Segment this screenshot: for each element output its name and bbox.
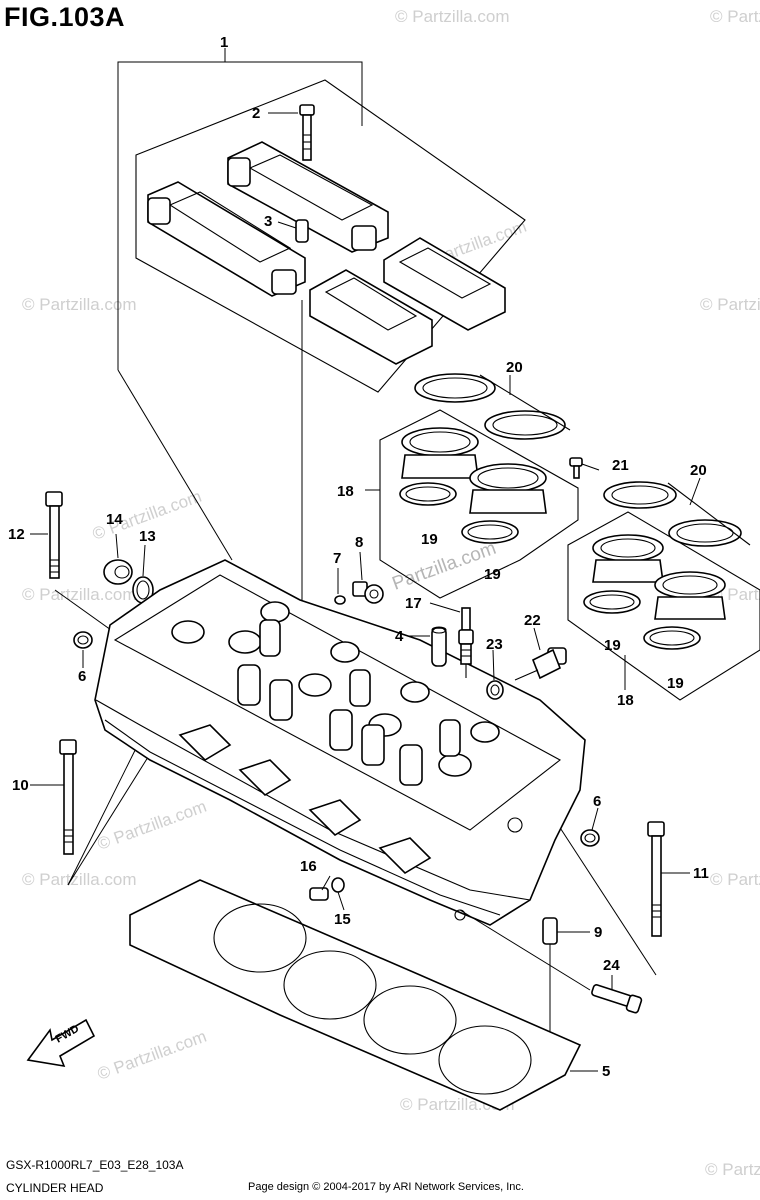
intake-clamp [414, 373, 571, 440]
watermark: © Partzilla.com [395, 7, 510, 26]
exhaust-ports [178, 724, 432, 875]
callout-19c: 19 [604, 637, 621, 654]
callout-20a: 20 [506, 359, 523, 376]
intake-pipe [469, 463, 547, 514]
intake-pipe [401, 427, 479, 479]
cam-holder-bolt [299, 104, 315, 161]
valve-bores [237, 619, 461, 786]
bolt-16 [309, 887, 329, 901]
callout-5: 5 [602, 1063, 610, 1080]
cam-holder [147, 181, 306, 297]
watermark: © Partzilla.com [700, 295, 760, 314]
cam-holder [383, 237, 506, 331]
watermark: © Partzilla.com [705, 1160, 760, 1179]
intake-group-upper [365, 409, 579, 599]
page-credit: Page design © 2004-2017 by ARI Network S… [248, 1181, 524, 1193]
watermark: © Partzilla.com [22, 870, 137, 889]
callout-19a: 19 [421, 531, 438, 548]
intake-seal-ring [643, 626, 701, 650]
assembly-bracket-1 [117, 48, 363, 610]
intake-pipe [654, 571, 726, 620]
callout-23: 23 [486, 636, 503, 653]
figure-title: FIG.103A [4, 2, 126, 32]
intake-clamp [603, 481, 751, 547]
cap-plug-6b [580, 829, 600, 847]
intake-seal-ring [399, 482, 457, 506]
model-code: GSX-R1000RL7_E03_E28_103A [6, 1158, 184, 1172]
temperature-sensor [514, 647, 567, 681]
callout-11: 11 [693, 865, 709, 882]
cam-holder [227, 141, 389, 253]
callout-21: 21 [612, 457, 629, 474]
sensor-gasket [486, 680, 504, 700]
intake-group-lower [567, 511, 760, 701]
plug [103, 559, 133, 585]
callout-1: 1 [220, 34, 228, 51]
section-name: CYLINDER HEAD [6, 1181, 104, 1195]
callout-3: 3 [264, 213, 272, 230]
callout-14: 14 [106, 511, 123, 528]
callout-4: 4 [395, 628, 404, 645]
callout-2: 2 [252, 105, 260, 122]
cam-journal-row [171, 601, 500, 777]
callout-7: 7 [333, 550, 341, 567]
intake-seal-ring [461, 520, 519, 544]
callout-13: 13 [139, 528, 156, 545]
forward-arrow: FWD [26, 1018, 96, 1068]
callout-19b: 19 [484, 566, 501, 583]
cap-plug-6a [73, 631, 93, 649]
cam-holder-group [135, 79, 526, 393]
watermark: © Partzilla.com [22, 295, 137, 314]
callout-17: 17 [405, 595, 422, 612]
callout-12: 12 [8, 526, 25, 543]
cylinder-head [94, 559, 586, 926]
cylinder-head-bolt-12 [45, 491, 126, 641]
watermark: © Partzilla.com [710, 7, 760, 26]
intake-pipe [592, 534, 664, 583]
watermark: © Partzilla.com [95, 797, 209, 854]
callout-16: 16 [300, 858, 317, 875]
callout-layer: 1 2 3 4 5 6 6 7 8 9 10 11 12 13 14 15 16… [8, 34, 709, 1080]
callout-20b: 20 [690, 462, 707, 479]
leader-lines [30, 112, 701, 1072]
callout-19d: 19 [667, 675, 684, 692]
union-bolt-8 [352, 581, 384, 604]
callout-8: 8 [355, 534, 363, 551]
callout-10: 10 [12, 777, 29, 794]
dowel-pin [295, 219, 309, 243]
callout-6b: 6 [593, 793, 601, 810]
plug-gasket [132, 576, 154, 604]
sleeve-4 [431, 626, 447, 667]
oil-jet-7 [334, 595, 346, 605]
callout-6a: 6 [78, 668, 86, 685]
intake-seal-ring [583, 590, 641, 614]
screw-21 [569, 457, 583, 479]
callout-15: 15 [334, 911, 351, 928]
callout-22: 22 [524, 612, 541, 629]
head-gasket [129, 879, 582, 1111]
spark-plug [458, 607, 474, 678]
callout-24: 24 [603, 957, 620, 974]
bolt-24 [459, 909, 643, 1014]
watermark: © Partzilla.com [95, 1027, 209, 1084]
watermark: © Partzilla.com [22, 585, 137, 604]
callout-18a: 18 [337, 483, 354, 500]
cylinder-head-bolt-11 [554, 819, 665, 976]
watermark-inline: Partzilla.com [390, 538, 499, 595]
washer-15 [331, 877, 345, 893]
cam-holder [309, 269, 433, 365]
callout-18b: 18 [617, 692, 634, 709]
callout-9: 9 [594, 924, 602, 941]
watermark: © Partzilla.com [710, 870, 760, 889]
